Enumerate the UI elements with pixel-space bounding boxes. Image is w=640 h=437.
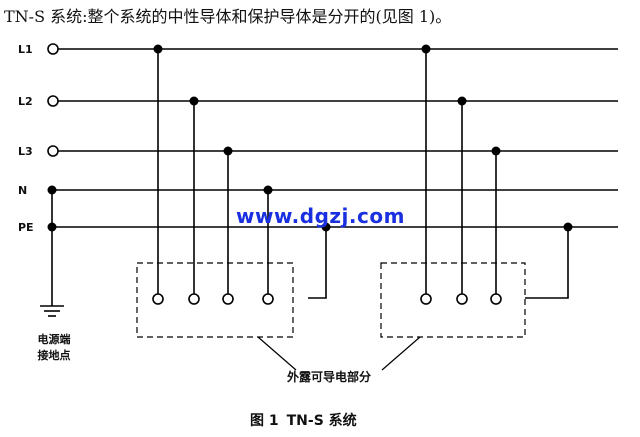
exposed-parts-label: 外露可导电部分 xyxy=(287,370,372,384)
left-junction-pe xyxy=(321,222,331,232)
ground-point-label: 电源端 接地点 xyxy=(30,332,78,364)
conductor-label-l1: L1 xyxy=(18,43,33,56)
right-junction-l1 xyxy=(421,44,431,54)
conductor-label-n: N xyxy=(18,184,27,197)
left-junction-l3 xyxy=(223,146,233,156)
left-terminal-4 xyxy=(262,293,274,305)
leader-line-right xyxy=(381,336,421,371)
right-terminal-2 xyxy=(456,293,468,305)
right-pe-connection xyxy=(525,227,569,299)
source-terminal-l3 xyxy=(47,145,59,157)
right-junction-l2 xyxy=(457,96,467,106)
left-pe-connection xyxy=(308,227,327,299)
right-junction-l3 xyxy=(491,146,501,156)
figure-number: 图 1 xyxy=(250,413,279,429)
left-junction-n xyxy=(263,185,273,195)
watermark: www.dgzj.com xyxy=(236,204,405,228)
left-junction-l1 xyxy=(153,44,163,54)
figure-caption: 图 1 TN-S 系统 xyxy=(250,410,365,430)
ground-label-line-2: 接地点 xyxy=(37,349,71,362)
page-heading: TN-S 系统:整个系统的中性导体和保护导体是分开的(见图 1)。 xyxy=(4,7,452,26)
figure-title: TN-S 系统 xyxy=(286,413,357,429)
conductor-label-l2: L2 xyxy=(18,95,33,108)
ground-label-line-1: 电源端 xyxy=(37,333,71,346)
leader-line-left xyxy=(257,336,297,371)
right-terminal-1 xyxy=(420,293,432,305)
source-terminal-l1 xyxy=(47,43,59,55)
right-equipment-enclosure xyxy=(380,262,526,338)
left-terminal-1 xyxy=(152,293,164,305)
conductor-label-l3: L3 xyxy=(18,145,33,158)
left-terminal-2 xyxy=(188,293,200,305)
conductor-label-pe: PE xyxy=(18,221,34,234)
left-junction-l2 xyxy=(189,96,199,106)
earth-ground-icon xyxy=(40,190,64,317)
left-equipment-enclosure xyxy=(136,262,294,338)
right-junction-pe xyxy=(563,222,573,232)
source-terminal-l2 xyxy=(47,95,59,107)
left-terminal-3 xyxy=(222,293,234,305)
right-terminal-3 xyxy=(490,293,502,305)
